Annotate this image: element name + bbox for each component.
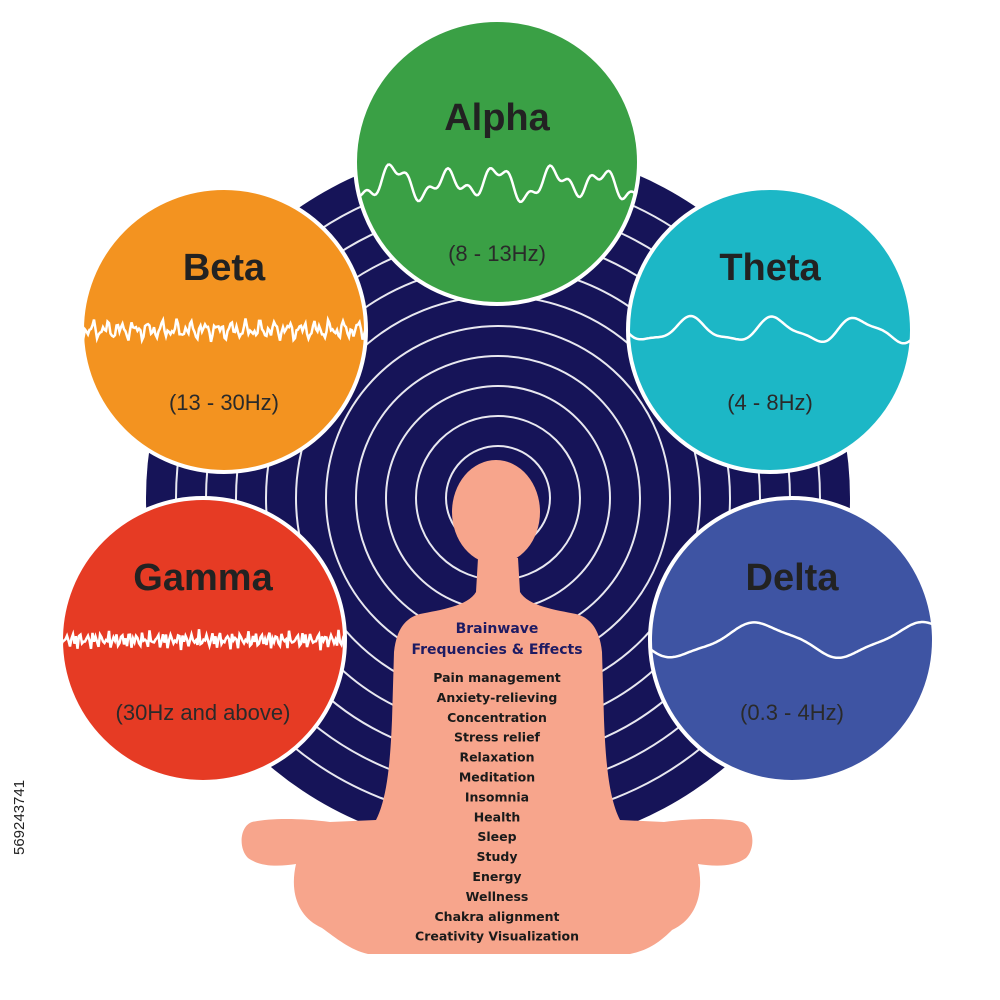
theta-wave-icon	[628, 314, 912, 345]
effect-item: Creativity Visualization	[415, 929, 579, 944]
effect-item: Anxiety-relieving	[437, 690, 558, 705]
effect-item: Energy	[472, 869, 521, 884]
theta-circle-shape	[626, 186, 914, 474]
effects-panel: Brainwave Frequencies & Effects Pain man…	[411, 621, 582, 944]
effect-item: Chakra alignment	[435, 909, 560, 924]
beta-name: Beta	[183, 247, 266, 289]
effect-item: Stress relief	[454, 730, 541, 745]
effect-item: Health	[474, 809, 521, 824]
delta-circle: Delta (0.3 - 4Hz)	[648, 496, 936, 784]
effects-list: Pain managementAnxiety-relievingConcentr…	[415, 670, 579, 944]
beta-frequency-range: (13 - 30Hz)	[169, 390, 279, 415]
delta-circle-shape	[648, 496, 936, 784]
delta-frequency-range: (0.3 - 4Hz)	[740, 700, 844, 725]
gamma-circle: Gamma (30Hz and above)	[59, 496, 347, 784]
effect-item: Sleep	[477, 829, 516, 844]
effect-item: Insomnia	[465, 789, 529, 804]
beta-wave-icon	[82, 315, 366, 345]
theta-name: Theta	[719, 247, 821, 289]
wave-circles: Alpha (8 - 13Hz) Beta (13 - 30Hz) Theta (4 - …	[59, 18, 936, 784]
alpha-wave-icon	[355, 163, 639, 204]
meditating-person-icon	[241, 460, 753, 954]
figure-body	[241, 558, 753, 954]
effect-item: Concentration	[447, 710, 547, 725]
theta-circle: Theta (4 - 8Hz)	[626, 186, 914, 474]
panel-title-line1: Brainwave	[456, 621, 539, 637]
beta-circle: Beta (13 - 30Hz)	[80, 186, 368, 474]
stock-id: 569243741	[11, 780, 28, 855]
alpha-name: Alpha	[444, 97, 550, 139]
delta-name: Delta	[746, 557, 840, 599]
alpha-circle: Alpha (8 - 13Hz)	[353, 18, 641, 306]
gamma-wave-icon	[61, 629, 345, 651]
gamma-name: Gamma	[133, 557, 273, 599]
figure-head	[452, 460, 540, 564]
effect-item: Pain management	[433, 670, 560, 685]
effect-item: Wellness	[466, 889, 529, 904]
theta-frequency-range: (4 - 8Hz)	[727, 390, 813, 415]
delta-wave-icon	[650, 620, 934, 660]
alpha-frequency-range: (8 - 13Hz)	[448, 241, 546, 266]
alpha-circle-shape	[353, 18, 641, 306]
effect-item: Study	[477, 849, 518, 864]
gamma-frequency-range: (30Hz and above)	[116, 700, 291, 725]
effect-item: Meditation	[459, 770, 535, 785]
effect-item: Relaxation	[459, 750, 534, 765]
panel-title-line2: Frequencies & Effects	[411, 642, 582, 658]
